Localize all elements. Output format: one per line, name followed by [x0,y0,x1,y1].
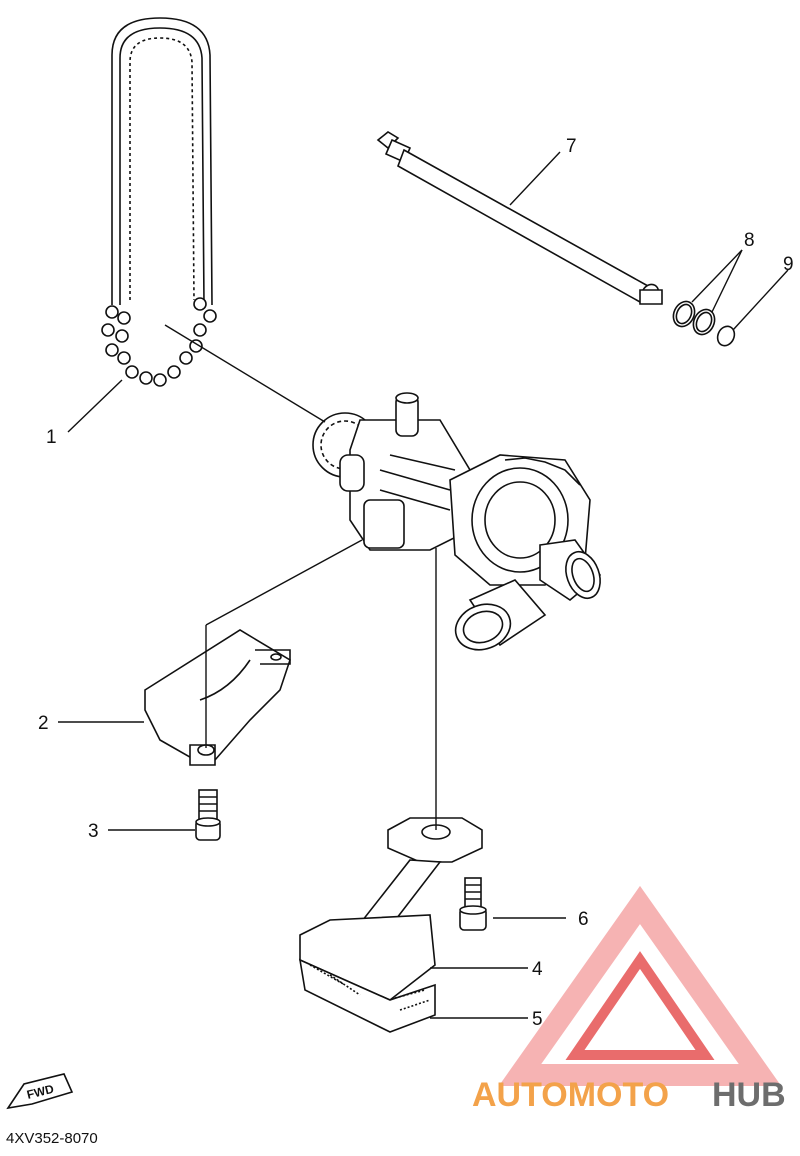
callout-1: 1 [46,427,57,448]
logo-text-hub: HUB [712,1076,786,1114]
pump-shaft [376,131,663,305]
callout-3: 3 [88,821,99,842]
callout-8: 8 [744,230,755,251]
oil-strainer [298,817,483,1033]
fwd-label: FWD [25,1082,55,1102]
diagram-code: 4XV352-8070 [6,1130,98,1147]
fwd-arrow: FWD [6,1073,74,1110]
pump-assembly [312,392,602,651]
callout-6: 6 [578,909,589,930]
bolt-3 [195,789,221,841]
timing-chain [101,17,217,387]
callout-4: 4 [532,959,543,980]
callout-9: 9 [783,254,794,275]
bolt-6 [459,877,487,931]
callout-2: 2 [38,713,49,734]
o-rings [672,300,736,347]
callout-5: 5 [532,1009,543,1030]
sprocket-cover [144,629,291,766]
logo-text-automoto: AUTOMOTO [472,1076,669,1114]
automotohub-logo: AUTOMOTO HUB [472,885,786,1114]
leader-lines [58,151,789,1019]
callout-7: 7 [566,136,577,157]
